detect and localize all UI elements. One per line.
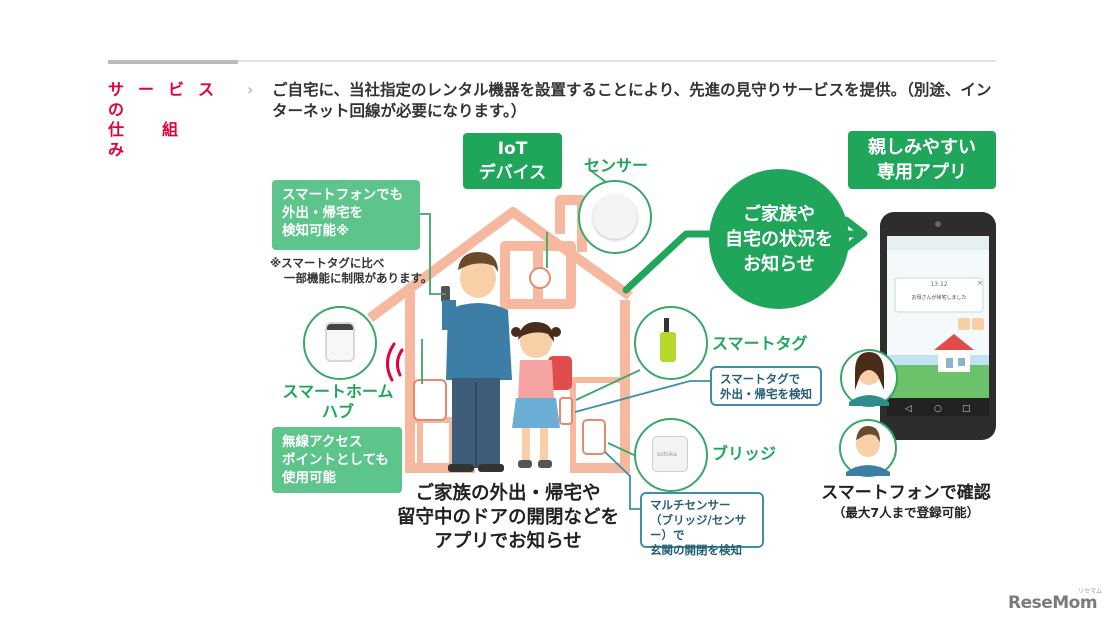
confirm-line2: （最大7人まで登録可能） — [832, 505, 980, 520]
section-label-line1: サービスの — [108, 80, 229, 119]
smart-tag-device-icon — [660, 332, 676, 362]
resemom-logo-ruby: リセマム — [1078, 588, 1103, 595]
smartphone-detect-line2: 外出・帰宅を — [282, 205, 363, 221]
smartphone-detect-line3: 検知可能※ — [282, 223, 350, 239]
confirm-line1: スマートフォンで確認 — [821, 483, 991, 503]
notify-circle-line3: お知らせ — [743, 254, 815, 275]
smartphone-detect-line1: スマートフォンでも — [282, 187, 404, 203]
wireless-access-line2: ポイントとしても — [282, 452, 389, 468]
son-avatar — [839, 419, 897, 477]
door-drawing — [570, 377, 626, 471]
father-illustration — [441, 252, 512, 472]
bridge-circle: sotoka — [634, 418, 708, 492]
daughter-illustration — [511, 322, 572, 468]
sensor-label: センサー — [584, 156, 649, 175]
family-notify-line2: 留守中のドアの開閉などを — [396, 507, 619, 528]
header-divider-accent — [108, 60, 238, 64]
hub-circle — [303, 306, 377, 380]
bridge-on-door — [582, 419, 606, 455]
family-notify-line3: アプリでお知らせ — [434, 531, 582, 552]
resemom-logo: ReseMom — [1008, 593, 1098, 613]
smartphone-note: ※スマートタグに比べ 一部機能に制限があります。 — [270, 256, 432, 286]
wireless-access-line3: 使用可能 — [282, 470, 336, 486]
dedicated-app-line1: 親しみやすい — [868, 137, 976, 158]
iot-device-line1: IoT — [497, 139, 528, 159]
multi-sensor-line3: 玄関の開閉を検知 — [650, 543, 742, 557]
smart-tag-callout-line2: 外出・帰宅を検知 — [720, 387, 812, 401]
smartphone-note-line1: ※スマートタグに比べ — [270, 256, 385, 270]
notify-circle-line1: ご家族や — [743, 204, 815, 225]
wireless-access-line1: 無線アクセス — [282, 434, 363, 450]
multi-sensor-line1: マルチセンサー — [650, 498, 731, 512]
smartphone-note-line2: 一部機能に制限があります。 — [284, 271, 433, 285]
svg-text:□: □ — [962, 404, 971, 414]
svg-text:○: ○ — [934, 404, 942, 414]
smart-tag-on-girl — [559, 397, 573, 425]
hub-device-icon — [325, 322, 355, 362]
iot-device-box: IoT デバイス — [463, 133, 562, 189]
notify-circle-line2: 自宅の状況を — [725, 229, 833, 250]
family-notify-text: ご家族の外出・帰宅や 留守中のドアの開閉などを アプリでお知らせ — [378, 482, 638, 554]
window-sensor — [529, 267, 551, 289]
phone-message: お母さんが帰宅しました — [911, 295, 967, 301]
section-label: サービスの 仕組み — [108, 80, 243, 160]
connector-lines — [418, 169, 641, 456]
family-notify-line1: ご家族の外出・帰宅や — [415, 483, 601, 504]
header-divider — [108, 60, 996, 62]
smartphone-detect-box: スマートフォンでも 外出・帰宅を 検知可能※ — [272, 180, 420, 250]
notify-circle: ご家族や 自宅の状況を お知らせ — [709, 169, 849, 309]
smart-home-hub-label: スマートホーム ハブ — [274, 382, 402, 422]
multi-sensor-line2: （ブリッジ/センサー）で — [650, 513, 747, 542]
sensor-circle — [578, 180, 652, 254]
multi-sensor-callout: マルチセンサー （ブリッジ/センサー）で 玄関の開閉を検知 — [640, 492, 764, 557]
chevron-right-icon: › — [247, 80, 254, 99]
section-label-line2: 仕組み — [108, 120, 217, 159]
bridge-label: ブリッジ — [712, 444, 777, 463]
bridge-device-text: sotoka — [657, 451, 677, 458]
smart-tag-callout: スマートタグで 外出・帰宅を検知 — [710, 366, 822, 406]
wifi-icon — [386, 342, 404, 382]
phone-close-icon: × — [977, 279, 983, 287]
confirm-text: スマートフォンで確認 （最大7人まで登録可能） — [806, 482, 1006, 522]
wireless-access-box: 無線アクセス ポイントとしても 使用可能 — [272, 427, 402, 493]
smart-home-hub-line1: スマートホーム — [282, 382, 394, 401]
svg-text:◁: ◁ — [905, 404, 912, 414]
dedicated-app-line2: 専用アプリ — [877, 162, 967, 183]
phone-time: 13:12 — [930, 281, 948, 288]
callout-lines — [574, 380, 714, 510]
dedicated-app-box: 親しみやすい 専用アプリ — [848, 131, 996, 189]
smart-tag-callout-line1: スマートタグで — [720, 372, 801, 386]
mother-avatar — [840, 349, 898, 407]
smartphone-illustration: ◁ ○ □ — [880, 212, 996, 440]
table-drawing — [412, 417, 458, 468]
hub-on-table — [413, 379, 447, 421]
bridge-device-icon: sotoka — [652, 436, 688, 472]
smart-home-hub-line2: ハブ — [321, 402, 354, 421]
smart-tag-circle — [634, 306, 708, 380]
iot-device-line2: デバイス — [478, 163, 547, 183]
sensor-device-icon — [593, 195, 637, 239]
service-description: ご自宅に、当社指定のレンタル機器を設置することにより、先進の見守りサービスを提供… — [272, 81, 992, 120]
smart-tag-label: スマートタグ — [712, 334, 808, 353]
